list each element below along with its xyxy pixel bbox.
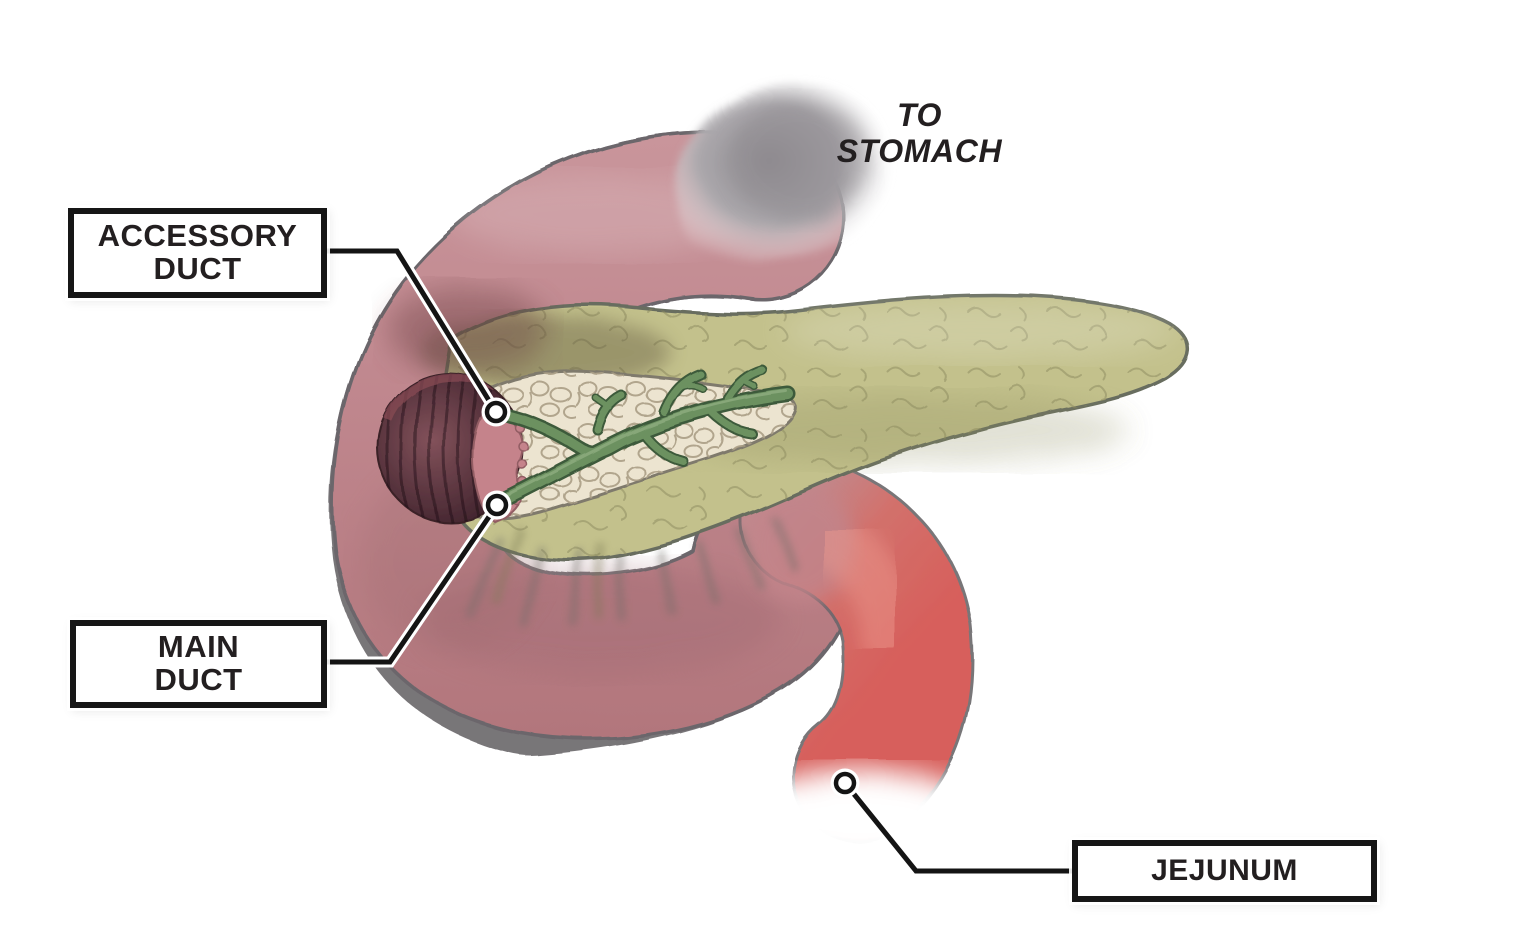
fuzz-striations bbox=[466, 516, 799, 629]
duct-tree bbox=[493, 364, 796, 508]
label-jejunum: JEJUNUM bbox=[1072, 840, 1377, 902]
accessory-duct-line1: ACCESSORY bbox=[97, 218, 298, 254]
main-duct-line2: DUCT bbox=[154, 662, 243, 697]
leader-accessory-duct bbox=[327, 248, 499, 414]
jejunum-label-text: JEJUNUM bbox=[1151, 854, 1298, 888]
jejunum-marker bbox=[830, 768, 860, 798]
label-main-duct: MAIN DUCT bbox=[70, 620, 327, 708]
to-stomach-line1: TO bbox=[896, 97, 943, 133]
duodenum-shape bbox=[329, 130, 858, 756]
label-accessory-duct: ACCESSORY DUCT bbox=[68, 208, 327, 298]
to-stomach-line2: STOMACH bbox=[836, 133, 1003, 170]
jejunum-cut-fade bbox=[737, 770, 987, 866]
main-duct-line1: MAIN bbox=[157, 629, 240, 665]
leader-lines bbox=[327, 245, 1072, 877]
leader-jejunum bbox=[843, 781, 1072, 874]
leader-main-duct bbox=[327, 503, 500, 665]
label-to-stomach: TO STOMACH bbox=[792, 97, 1047, 170]
stomach-fade bbox=[675, 82, 890, 261]
jejunum-shape bbox=[740, 456, 974, 842]
main-duct-marker bbox=[482, 490, 512, 520]
anchor-markers bbox=[481, 397, 860, 798]
accessory-duct-marker bbox=[481, 397, 511, 427]
accessory-duct-line2: DUCT bbox=[153, 251, 242, 286]
